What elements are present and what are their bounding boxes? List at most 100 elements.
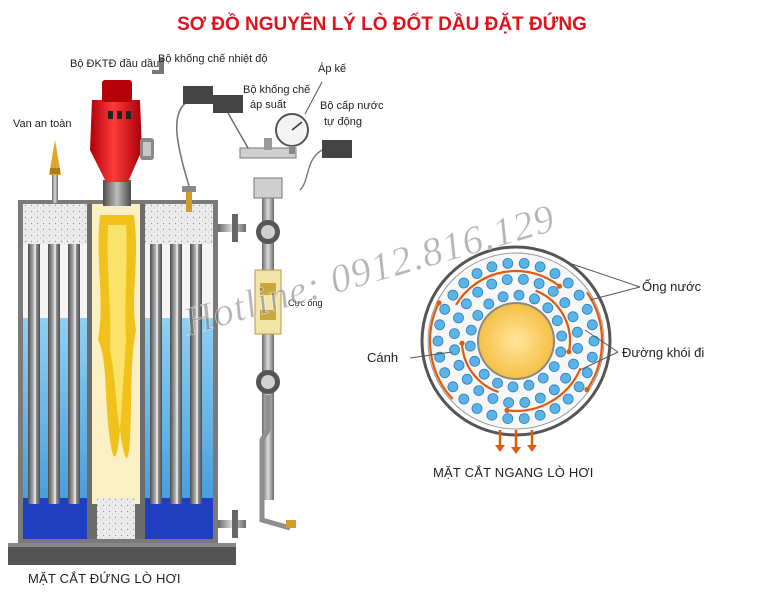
label-flue: Đường khói đi xyxy=(622,345,705,360)
water-tube xyxy=(555,346,567,358)
water-tube xyxy=(502,257,514,269)
label-water-tube: Ống nước xyxy=(642,279,702,294)
water-tube xyxy=(534,409,546,421)
label-cross-section: MẶT CẮT NGANG LÒ HƠI xyxy=(433,465,594,480)
vertical-boiler xyxy=(8,80,236,565)
oil-burner xyxy=(90,80,154,206)
water-tube xyxy=(448,328,460,340)
water-tube xyxy=(573,381,585,393)
cross-section-water-tubes xyxy=(432,257,600,425)
cross-section-flue-arrows xyxy=(428,269,604,413)
safety-valve xyxy=(49,140,61,203)
water-tube xyxy=(469,355,481,367)
label-pressure-gauge: Áp kế xyxy=(318,63,347,75)
label-auto-water-1: Bộ cấp nước xyxy=(320,100,384,112)
water-tube xyxy=(568,358,579,370)
flue-arrow xyxy=(455,269,561,306)
water-tube xyxy=(549,403,561,414)
water-tube xyxy=(471,268,483,279)
label-fin: Cánh xyxy=(367,350,399,365)
label-vertical-section: MẶT CẮT ĐỨNG LÒ HƠI xyxy=(28,571,181,586)
water-tube xyxy=(556,330,568,342)
flue-arrow xyxy=(460,343,499,394)
water-tube xyxy=(542,302,554,314)
water-tube xyxy=(573,289,585,301)
fire-tubes-left xyxy=(28,244,80,504)
water-tube xyxy=(581,303,593,315)
water-tube xyxy=(537,372,549,384)
water-tube xyxy=(534,392,546,404)
flue-arrow xyxy=(428,302,454,400)
water-tube xyxy=(549,268,561,279)
flue-arrow-head xyxy=(566,349,572,355)
cross-section xyxy=(420,245,612,454)
label-burner-ctrl: Bộ ĐKTĐ đầu dầu xyxy=(70,58,160,70)
boiler-base xyxy=(8,543,236,565)
water-tube xyxy=(472,309,484,321)
water-tube xyxy=(465,324,477,336)
water-tube xyxy=(461,373,473,385)
leader-lines xyxy=(409,261,641,371)
water-tube xyxy=(432,335,444,347)
water-tube xyxy=(581,367,593,379)
water-tube xyxy=(473,385,485,397)
water-tube xyxy=(492,377,503,389)
water-tube xyxy=(486,261,498,273)
water-tube xyxy=(458,393,470,405)
label-temp-ctrl: Bộ khống chế nhiệt độ xyxy=(158,53,268,65)
water-tube xyxy=(487,393,499,404)
flue-arrow-head xyxy=(584,387,590,393)
water-tube xyxy=(483,298,495,310)
water-tube xyxy=(434,351,446,363)
water-tube xyxy=(460,298,472,310)
label-pressure-ctrl-1: Bộ khống chế xyxy=(243,84,311,96)
water-tube xyxy=(501,274,513,286)
water-tube xyxy=(513,289,525,301)
flue-arrow xyxy=(535,289,572,352)
label-pressure-ctrl-2: áp suất xyxy=(250,99,287,111)
water-tube xyxy=(523,379,535,391)
label-auto-water-2: tự động xyxy=(324,116,362,128)
water-tube xyxy=(562,393,574,405)
water-tube xyxy=(572,326,583,338)
label-safety-valve: Van an toàn xyxy=(13,118,72,130)
water-tube xyxy=(551,315,563,327)
temp-probe xyxy=(186,190,192,212)
flue-arrow-head xyxy=(504,407,510,413)
temp-ctrl-box xyxy=(183,86,213,104)
water-tube xyxy=(502,413,514,425)
water-tube xyxy=(559,297,571,309)
water-tube xyxy=(458,277,470,289)
water-tube xyxy=(503,397,515,409)
water-tube xyxy=(518,273,529,285)
water-tube xyxy=(507,381,519,393)
water-tube xyxy=(472,286,484,298)
water-tube xyxy=(529,293,540,305)
water-tube xyxy=(548,384,560,396)
water-tube xyxy=(464,340,476,352)
diagram-title: SƠ ĐỒ NGUYÊN LÝ LÒ ĐỐT DẦU ĐẶT ĐỨNG xyxy=(177,14,587,35)
flue-arrow-head xyxy=(556,283,563,289)
furnace-floor xyxy=(97,498,135,539)
water-tube xyxy=(518,257,530,269)
water-tube xyxy=(434,319,446,331)
water-tube xyxy=(519,396,531,408)
water-tube xyxy=(439,303,451,315)
water-tube xyxy=(453,359,465,371)
water-tube xyxy=(439,367,451,379)
water-tube xyxy=(486,278,498,290)
water-tube xyxy=(486,409,498,421)
water-tube xyxy=(453,312,464,324)
flue-arrow xyxy=(506,367,582,413)
temp-wire xyxy=(175,99,191,187)
water-tube xyxy=(588,335,600,347)
water-tube xyxy=(449,344,461,356)
water-tube xyxy=(560,372,571,384)
water-tube xyxy=(497,291,509,303)
flue-arrow-head xyxy=(436,300,442,306)
water-tube xyxy=(518,413,530,425)
water-tube xyxy=(572,342,583,354)
water-tube xyxy=(567,311,579,323)
